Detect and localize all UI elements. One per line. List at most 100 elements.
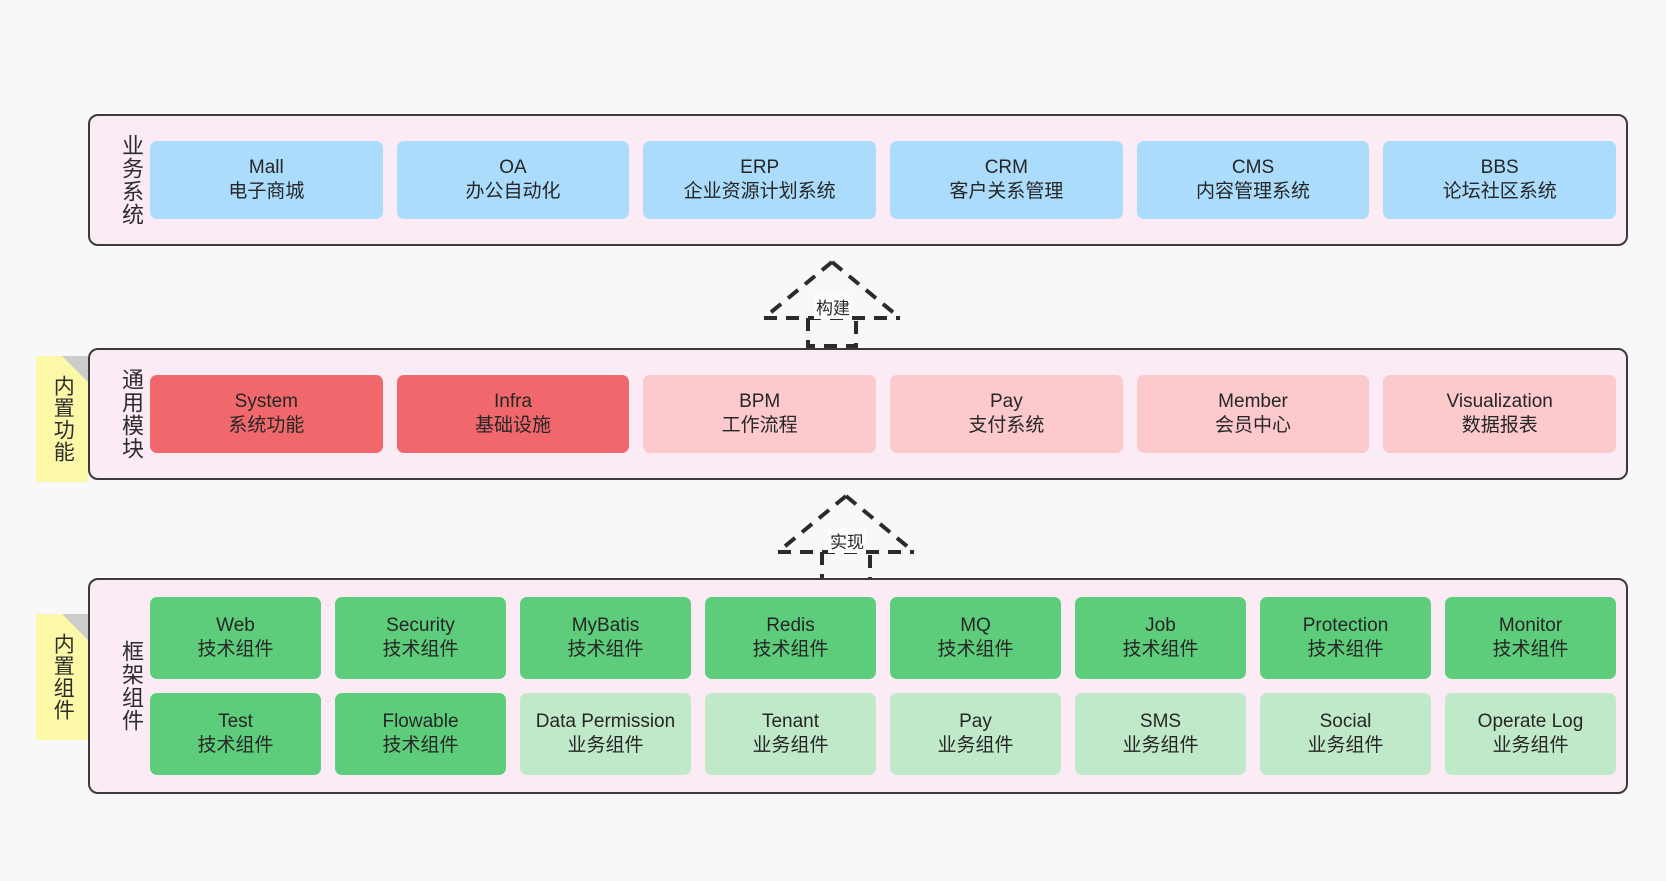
- layer-business-systems-label: 业务系统: [119, 134, 144, 226]
- card-visualization[interactable]: Visualization 数据报表: [1383, 375, 1617, 453]
- layer-common-modules-cards: System 系统功能 Infra 基础设施 BPM 工作流程 Pay 支付系统…: [144, 350, 1626, 478]
- sticky-note-label: 内置组件: [51, 633, 75, 721]
- card-title: Infra: [493, 390, 533, 412]
- card-system[interactable]: System 系统功能: [150, 375, 383, 453]
- card-protection[interactable]: Protection 技术组件: [1260, 597, 1431, 679]
- card-subtitle: 数据报表: [1461, 415, 1538, 436]
- connector-implement-label: 实现: [828, 528, 866, 553]
- card-infra[interactable]: Infra 基础设施: [396, 375, 630, 453]
- card-subtitle: 业务组件: [752, 735, 829, 756]
- card-subtitle: 技术组件: [937, 639, 1014, 660]
- card-subtitle: 电子商城: [228, 181, 305, 202]
- card-subtitle: 会员中心: [1215, 415, 1292, 436]
- card-crm[interactable]: CRM 客户关系管理: [890, 141, 1123, 219]
- connector-build-label: 构建: [814, 294, 852, 319]
- card-subtitle: 业务组件: [1307, 735, 1384, 756]
- card-oa[interactable]: OA 办公自动化: [396, 141, 630, 219]
- card-title: Pay: [989, 390, 1023, 412]
- layer-framework-components: 框架组件 Web 技术组件 Security 技术组件 MyBatis 技术组件…: [88, 578, 1628, 794]
- layer-framework-components-cards: Web 技术组件 Security 技术组件 MyBatis 技术组件 Redi…: [144, 580, 1626, 792]
- folded-corner-icon: [62, 614, 88, 640]
- layer-framework-components-label: 框架组件: [119, 640, 144, 732]
- card-title: CMS: [1231, 156, 1275, 178]
- card-subtitle: 业务组件: [1492, 735, 1569, 756]
- card-title: Mall: [248, 156, 284, 178]
- connector-implement: 实现: [766, 492, 926, 582]
- card-title: Data Permission: [535, 710, 676, 732]
- connector-build: 构建: [752, 258, 912, 348]
- card-job[interactable]: Job 技术组件: [1075, 597, 1246, 679]
- card-social[interactable]: Social 业务组件: [1260, 693, 1431, 775]
- card-operate-log[interactable]: Operate Log 业务组件: [1445, 693, 1616, 775]
- sticky-note-label: 内置功能: [51, 375, 75, 463]
- card-mall[interactable]: Mall 电子商城: [150, 141, 383, 219]
- card-erp[interactable]: ERP 企业资源计划系统: [643, 141, 877, 219]
- card-bbs[interactable]: BBS 论坛社区系统: [1383, 141, 1617, 219]
- card-subtitle: 企业资源计划系统: [683, 181, 836, 202]
- card-subtitle: 基础设施: [475, 415, 552, 436]
- card-subtitle: 技术组件: [382, 639, 459, 660]
- card-subtitle: 业务组件: [937, 735, 1014, 756]
- card-title: Redis: [766, 614, 815, 636]
- card-subtitle: 技术组件: [567, 639, 644, 660]
- card-pay-business[interactable]: Pay 业务组件: [890, 693, 1061, 775]
- card-tenant[interactable]: Tenant 业务组件: [705, 693, 876, 775]
- card-title: MyBatis: [571, 614, 640, 636]
- card-row: Test 技术组件 Flowable 技术组件 Data Permission …: [150, 693, 1616, 775]
- card-subtitle: 技术组件: [1122, 639, 1199, 660]
- sticky-note-builtin-features: 内置功能: [36, 356, 88, 482]
- layer-business-systems: 业务系统 Mall 电子商城 OA 办公自动化 ERP 企业资源计划系统 CRM…: [88, 114, 1628, 246]
- card-title: ERP: [740, 156, 780, 178]
- card-pay[interactable]: Pay 支付系统: [890, 375, 1123, 453]
- layer-business-systems-cards: Mall 电子商城 OA 办公自动化 ERP 企业资源计划系统 CRM 客户关系…: [144, 116, 1626, 244]
- card-title: Social: [1319, 710, 1372, 732]
- card-title: Visualization: [1446, 390, 1553, 412]
- card-title: Protection: [1302, 614, 1389, 636]
- card-subtitle: 业务组件: [1122, 735, 1199, 756]
- card-title: Job: [1145, 614, 1176, 636]
- card-mybatis[interactable]: MyBatis 技术组件: [520, 597, 691, 679]
- card-redis[interactable]: Redis 技术组件: [705, 597, 876, 679]
- card-title: Monitor: [1498, 614, 1563, 636]
- card-subtitle: 支付系统: [968, 415, 1045, 436]
- card-row: Mall 电子商城 OA 办公自动化 ERP 企业资源计划系统 CRM 客户关系…: [150, 141, 1617, 219]
- card-test[interactable]: Test 技术组件: [150, 693, 321, 775]
- card-subtitle: 技术组件: [382, 735, 459, 756]
- card-subtitle: 技术组件: [1492, 639, 1569, 660]
- card-flowable[interactable]: Flowable 技术组件: [335, 693, 506, 775]
- card-sms[interactable]: SMS 业务组件: [1075, 693, 1246, 775]
- folded-corner-icon: [62, 356, 88, 382]
- card-subtitle: 技术组件: [197, 639, 274, 660]
- card-subtitle: 内容管理系统: [1196, 181, 1311, 202]
- card-subtitle: 论坛社区系统: [1442, 181, 1557, 202]
- card-title: Member: [1218, 390, 1288, 412]
- card-row: System 系统功能 Infra 基础设施 BPM 工作流程 Pay 支付系统…: [150, 375, 1617, 453]
- card-title: BPM: [739, 390, 781, 412]
- card-monitor[interactable]: Monitor 技术组件: [1445, 597, 1616, 679]
- card-title: Pay: [959, 710, 992, 732]
- card-subtitle: 技术组件: [197, 735, 274, 756]
- layer-common-modules-label: 通用模块: [119, 368, 144, 460]
- card-subtitle: 客户关系管理: [949, 181, 1064, 202]
- card-bpm[interactable]: BPM 工作流程: [643, 375, 877, 453]
- card-title: System: [234, 390, 299, 412]
- card-title: SMS: [1139, 710, 1182, 732]
- card-subtitle: 业务组件: [567, 735, 644, 756]
- card-title: Flowable: [382, 710, 459, 732]
- card-title: MQ: [960, 614, 991, 636]
- card-subtitle: 系统功能: [228, 415, 305, 436]
- card-title: BBS: [1480, 156, 1519, 178]
- card-subtitle: 技术组件: [1307, 639, 1384, 660]
- card-member[interactable]: Member 会员中心: [1136, 375, 1370, 453]
- card-title: Security: [386, 614, 455, 636]
- card-mq[interactable]: MQ 技术组件: [890, 597, 1061, 679]
- sticky-note-builtin-components: 内置组件: [36, 614, 88, 740]
- card-data-permission[interactable]: Data Permission 业务组件: [520, 693, 691, 775]
- card-title: OA: [499, 156, 527, 178]
- card-title: Web: [216, 614, 255, 636]
- card-web[interactable]: Web 技术组件: [150, 597, 321, 679]
- card-security[interactable]: Security 技术组件: [335, 597, 506, 679]
- card-cms[interactable]: CMS 内容管理系统: [1136, 141, 1370, 219]
- card-title: Operate Log: [1477, 710, 1584, 732]
- card-subtitle: 办公自动化: [465, 181, 561, 202]
